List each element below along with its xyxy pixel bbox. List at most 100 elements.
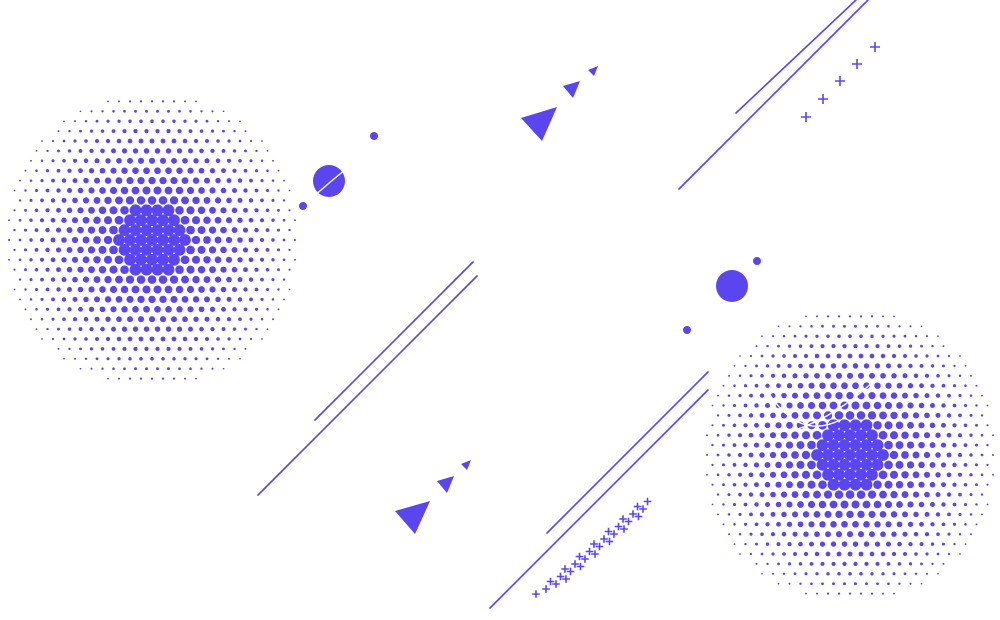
halftone-dot: [51, 337, 55, 341]
halftone-dot: [903, 572, 907, 576]
halftone-dot: [56, 188, 61, 193]
halftone-dot: [822, 449, 834, 461]
halftone-dot: [192, 296, 200, 303]
halftone-dot: [975, 404, 978, 407]
halftone-dot: [820, 561, 825, 566]
halftone-dot: [167, 367, 170, 371]
halftone-dot: [941, 522, 946, 527]
halftone-dot: [139, 357, 143, 361]
halftone-dot: [896, 521, 903, 528]
halftone-dot: [101, 367, 104, 370]
halftone-dot: [277, 169, 280, 172]
halftone-dot: [877, 449, 889, 461]
halftone-dot: [193, 158, 199, 164]
halftone-dot: [243, 168, 248, 173]
halftone-dot: [104, 275, 112, 284]
halftone-dot: [908, 344, 913, 348]
halftone-dot: [233, 347, 236, 351]
halftone-dot: [775, 441, 782, 449]
circle-group-right: [683, 257, 761, 334]
halftone-dot: [937, 572, 939, 575]
halftone-dot: [276, 248, 281, 252]
halftone-dot: [29, 238, 33, 242]
halftone-dot: [169, 275, 179, 284]
halftone-dot: [809, 363, 814, 369]
halftone-dot: [18, 258, 22, 262]
halftone-dot: [854, 582, 857, 586]
halftone-dot: [963, 463, 968, 467]
halftone-dot: [62, 317, 66, 321]
halftone-dot: [936, 354, 940, 358]
halftone-dot: [120, 186, 129, 195]
halftone-dot: [722, 384, 725, 387]
halftone-dot: [109, 225, 118, 235]
halftone-dot: [72, 197, 78, 204]
halftone-dot: [852, 541, 859, 547]
halftone-dot: [45, 188, 50, 193]
halftone-dot: [67, 327, 72, 331]
halftone-dot: [953, 542, 956, 546]
halftone-dot: [272, 159, 274, 162]
halftone-dot: [232, 149, 237, 153]
halftone-dot: [848, 315, 852, 318]
halftone-dot: [975, 384, 978, 387]
halftone-dot: [127, 138, 133, 144]
arc: [769, 394, 841, 427]
halftone-dot: [785, 461, 794, 469]
halftone-dot: [148, 295, 156, 304]
halftone-dot: [880, 531, 886, 538]
halftone-dot: [878, 470, 888, 480]
halftone-dot: [743, 403, 748, 408]
halftone-dot: [807, 480, 816, 489]
triangle: [437, 476, 454, 493]
halftone-dot: [144, 129, 149, 134]
halftone-dot: [226, 276, 232, 283]
halftone-dot: [19, 179, 21, 182]
halftone-dot: [197, 245, 206, 254]
halftone-dot: [220, 207, 227, 214]
halftone-dot: [73, 337, 77, 341]
halftone-dot: [111, 347, 116, 351]
halftone-dot: [822, 468, 834, 481]
halftone-dot: [8, 258, 10, 261]
halftone-dot: [711, 404, 714, 407]
halftone-dot: [815, 592, 819, 595]
halftone-dot: [220, 246, 227, 254]
halftone-dot: [30, 318, 32, 321]
halftone-dot: [244, 130, 247, 133]
halftone-dot: [858, 353, 864, 359]
halftone-dot: [186, 285, 195, 294]
halftone-dot: [260, 198, 264, 203]
halftone-dot: [986, 404, 989, 407]
halftone-dot: [98, 226, 107, 235]
halftone-dot: [89, 129, 94, 133]
halftone-dot: [743, 522, 748, 526]
halftone-dot: [83, 316, 89, 322]
halftone-dot: [918, 441, 925, 449]
halftone-dot: [34, 248, 39, 252]
halftone-dot: [851, 500, 860, 509]
halftone-dot: [171, 336, 177, 342]
halftone-dot: [101, 110, 104, 113]
halftone-dot: [929, 501, 936, 508]
plus-sign: [595, 542, 604, 551]
halftone-dot: [211, 367, 214, 370]
halftone-dot: [796, 480, 805, 489]
halftone-dot: [121, 148, 128, 154]
halftone-dot: [827, 439, 840, 451]
halftone-dot: [864, 344, 869, 349]
halftone-dot: [748, 472, 754, 478]
halftone-dot: [788, 582, 791, 585]
halftone-dot: [793, 552, 797, 556]
halftone-dot: [51, 178, 55, 183]
halftone-dot: [835, 531, 843, 538]
halftone-dot: [90, 367, 93, 370]
halftone-dot: [852, 520, 859, 528]
halftone-dot: [35, 149, 38, 152]
plus-sign: [870, 42, 880, 52]
halftone-dot: [764, 461, 771, 468]
halftone-dot: [288, 288, 291, 291]
halftone-dot: [755, 542, 758, 546]
halftone-dot: [754, 502, 759, 507]
halftone-dot: [749, 354, 753, 358]
